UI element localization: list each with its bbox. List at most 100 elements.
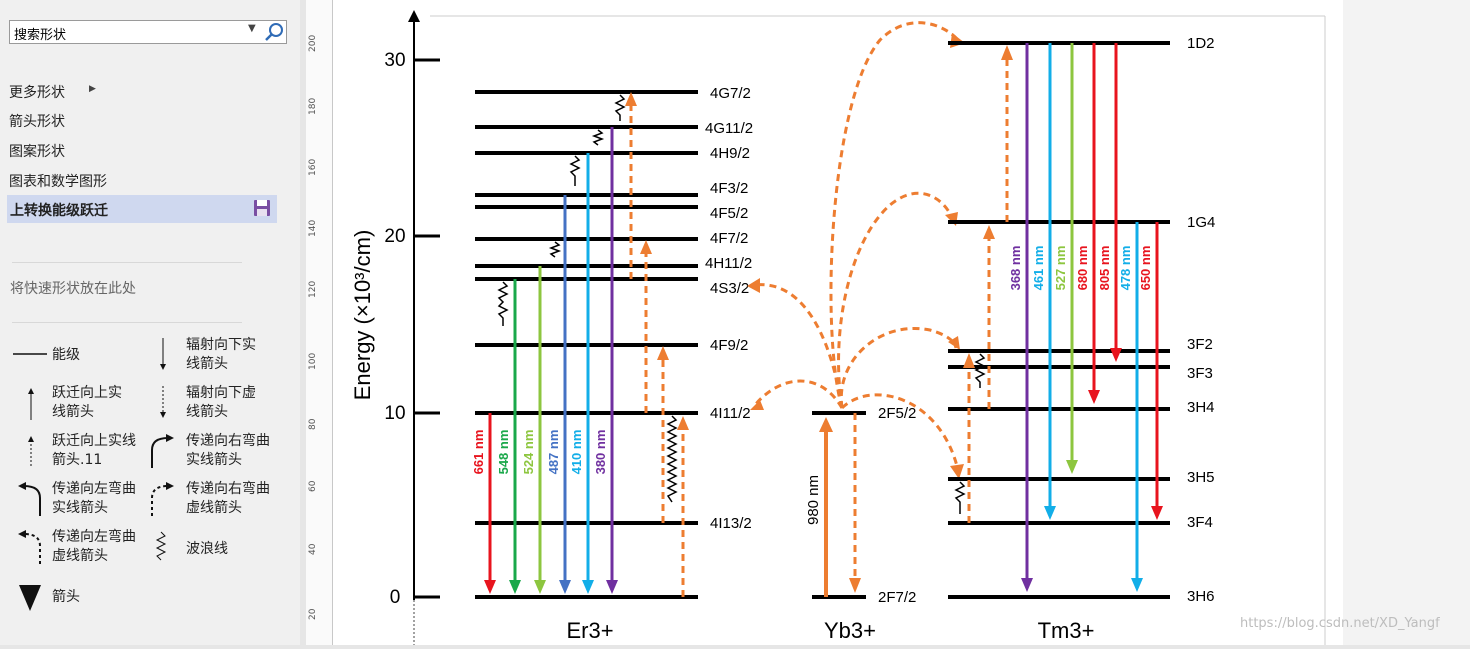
chevron-right-icon: ▶ — [89, 84, 96, 94]
quick-shapes-hint: 将快速形状放在此处 — [10, 281, 136, 297]
right-scroll-area[interactable] — [1343, 0, 1470, 645]
ruler-label: 100 — [308, 352, 318, 370]
shape-label[interactable]: 箭头 — [52, 589, 80, 605]
shape-label[interactable]: 传递向右弯曲实线箭头 — [186, 433, 270, 468]
er-emission-arrows — [484, 127, 618, 594]
level-label: 1D2 — [1187, 35, 1215, 52]
emission-label: 661 nm — [471, 430, 486, 475]
level-label: 4F7/2 — [710, 230, 748, 247]
curved-left-dashed-arrow-icon[interactable] — [12, 528, 44, 566]
er-upconversion-arrows — [629, 104, 685, 597]
down-dashed-arrow-icon[interactable] — [156, 384, 170, 422]
down-solid-arrow-icon[interactable] — [156, 336, 170, 374]
er-level-labels: 4G7/2 4G11/2 4H9/2 4F3/2 4F5/2 4F7/2 4H1… — [705, 85, 753, 532]
ruler-label: 80 — [308, 418, 318, 430]
shape-label[interactable]: 跃迁向上实线箭头 — [52, 385, 122, 420]
shape-label[interactable]: 传递向左弯曲虚线箭头 — [52, 529, 136, 564]
curved-right-solid-arrow-icon[interactable] — [146, 432, 178, 470]
menu-item-arrow-shapes[interactable]: 箭头形状 — [9, 111, 65, 131]
emission-label: 680 nm — [1075, 246, 1090, 291]
curved-left-solid-arrow-icon[interactable] — [12, 480, 44, 518]
level-label: 3H4 — [1187, 399, 1215, 416]
er-emission-labels: 661 nm 548 nm 524 nm 487 nm 410 nm 380 n… — [471, 430, 608, 475]
menu-item-upconversion[interactable]: 上转换能级跃迁 — [7, 195, 277, 223]
search-input[interactable]: 搜索形状 ▼ — [9, 20, 287, 44]
energy-level-diagram[interactable]: 0 10 20 30 Energy (×10³/cm) 4G7/2 4G11/2… — [333, 0, 1343, 645]
shape-label[interactable]: 传递向右弯曲虚线箭头 — [186, 481, 270, 516]
level-label: 2F7/2 — [878, 589, 916, 606]
level-label: 4H9/2 — [710, 145, 750, 162]
emission-label: 368 nm — [1008, 246, 1023, 291]
divider — [12, 262, 242, 263]
ion-label-yb: Yb3+ — [824, 618, 876, 643]
arrowhead-icon[interactable] — [18, 584, 42, 612]
search-input-value: 搜索形状 — [14, 28, 67, 43]
y-tick-label: 20 — [384, 226, 405, 247]
menu-item-label: 图表和数学图形 — [9, 174, 107, 190]
menu-item-more-shapes[interactable]: 更多形状 ▶ — [9, 82, 96, 102]
menu-item-label: 箭头形状 — [9, 114, 65, 130]
er-wavy-lines — [497, 94, 678, 503]
ion-label-tm: Tm3+ — [1038, 618, 1095, 643]
divider — [12, 322, 242, 323]
shape-label[interactable]: 能级 — [52, 347, 80, 363]
tm-emission-arrows — [1021, 43, 1163, 592]
level-label: 2F5/2 — [878, 405, 916, 422]
tm-upconversion-arrows — [967, 58, 1009, 523]
y-tick-label: 0 — [390, 587, 401, 608]
ruler-label: 20 — [308, 608, 318, 620]
ruler-label: 180 — [308, 97, 318, 115]
level-label: 4F3/2 — [710, 180, 748, 197]
ruler-label: 200 — [308, 34, 318, 52]
emission-label: 527 nm — [1053, 246, 1068, 291]
shape-label[interactable]: 辐射向下实线箭头 — [186, 337, 256, 372]
level-label: 4F9/2 — [710, 337, 748, 354]
shape-label[interactable]: 辐射向下虚线箭头 — [186, 385, 256, 420]
up-dashed-arrow-icon[interactable] — [24, 432, 38, 470]
emission-label: 380 nm — [593, 430, 608, 475]
tm-levels — [948, 41, 1170, 599]
menu-item-label: 上转换能级跃迁 — [10, 203, 108, 219]
watermark: https://blog.csdn.net/XD_Yangf — [1240, 616, 1440, 631]
level-label: 4S3/2 — [710, 280, 749, 297]
y-axis-arrowhead — [408, 10, 420, 22]
level-label: 4F5/2 — [710, 205, 748, 222]
menu-item-pattern-shapes[interactable]: 图案形状 — [9, 141, 65, 161]
save-icon[interactable] — [253, 199, 271, 217]
emission-label: 478 nm — [1118, 246, 1133, 291]
emission-label: 461 nm — [1031, 246, 1046, 291]
level-label: 3H6 — [1187, 588, 1215, 605]
emission-label: 524 nm — [521, 430, 536, 475]
shape-label[interactable]: 跃迁向上实线箭头.11 — [52, 433, 136, 468]
ruler-label: 160 — [308, 158, 318, 176]
energy-transfer-arrows — [753, 21, 960, 471]
energy-level-icon[interactable] — [12, 346, 48, 362]
menu-item-label: 更多形状 — [9, 85, 65, 101]
level-label: 4H11/2 — [705, 255, 752, 272]
dropdown-caret-icon[interactable]: ▼ — [248, 23, 256, 34]
emission-label: 410 nm — [569, 430, 584, 475]
curved-right-dashed-arrow-icon[interactable] — [146, 480, 178, 518]
emission-label: 805 nm — [1097, 246, 1112, 291]
level-label: 4G11/2 — [705, 120, 753, 137]
ruler-label: 40 — [308, 543, 318, 555]
ruler-label: 60 — [308, 480, 318, 492]
level-label: 4I11/2 — [710, 405, 751, 422]
er-upconversion-arrowheads — [625, 92, 689, 430]
drawing-canvas[interactable]: 0 10 20 30 Energy (×10³/cm) 4G7/2 4G11/2… — [333, 0, 1343, 645]
menu-item-chart-math-shapes[interactable]: 图表和数学图形 — [9, 171, 107, 191]
search-icon[interactable] — [263, 22, 285, 42]
up-solid-arrow-icon[interactable] — [24, 384, 38, 422]
ion-label-er: Er3+ — [566, 618, 613, 643]
emission-label: 548 nm — [496, 430, 511, 475]
vertical-ruler[interactable]: 200 180 160 140 120 100 80 60 40 20 — [306, 0, 333, 645]
shape-label[interactable]: 波浪线 — [186, 541, 228, 557]
ruler-label: 120 — [308, 280, 318, 298]
y-axis-label: Energy (×10³/cm) — [350, 230, 375, 401]
level-label: 3F3 — [1187, 365, 1213, 382]
level-label: 3F4 — [1187, 514, 1213, 531]
tm-emission-labels: 368 nm 461 nm 527 nm 680 nm 805 nm 478 n… — [1008, 246, 1153, 291]
wavy-line-icon[interactable] — [154, 530, 168, 568]
shape-label[interactable]: 传递向左弯曲实线箭头 — [52, 481, 136, 516]
y-tick-label: 10 — [384, 403, 405, 424]
